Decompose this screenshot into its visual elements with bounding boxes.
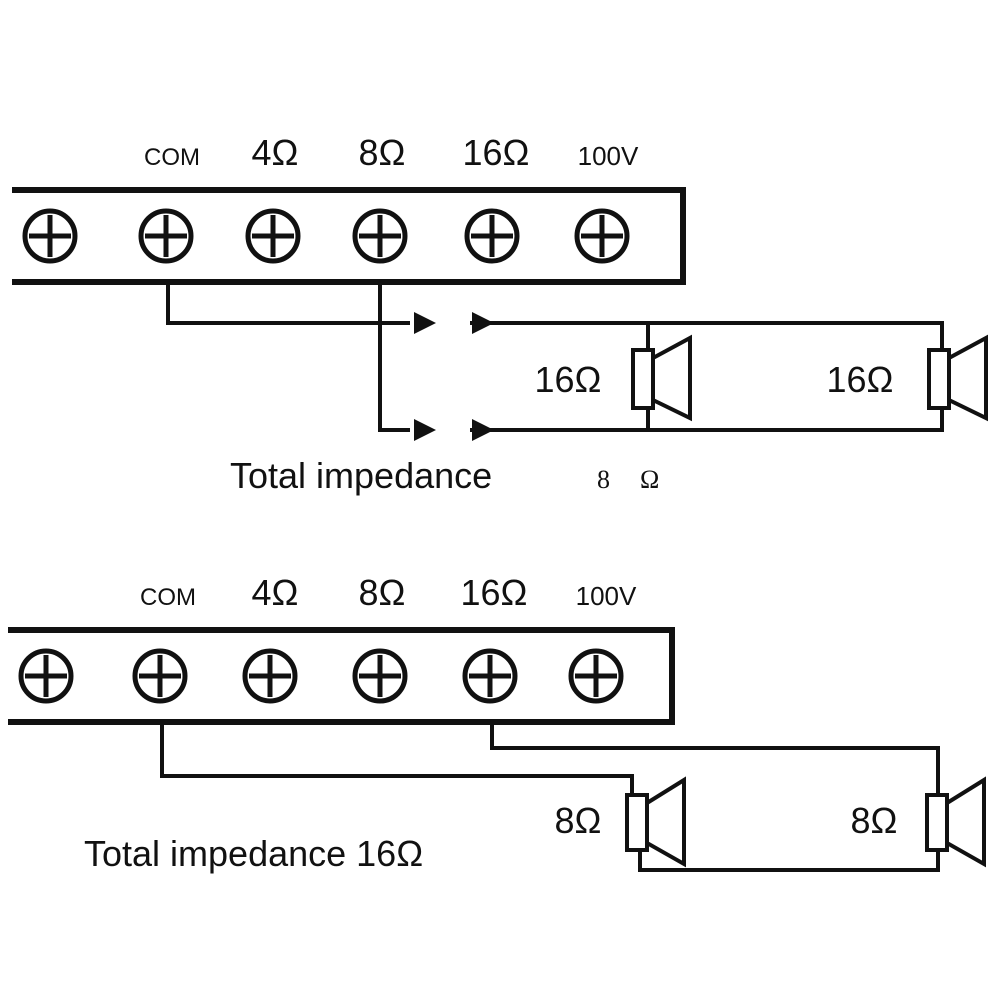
screw-terminal-1 [18, 648, 74, 704]
total-impedance-label: Total impedance 16Ω [84, 833, 423, 874]
speaker-1-impedance-label: 8Ω [555, 800, 602, 841]
screw-terminal-4ohm [242, 648, 298, 704]
screw-terminal-com [138, 208, 194, 264]
arrow-left-top [414, 312, 436, 334]
speaker-icon [631, 334, 692, 422]
wire-speaker-link [638, 850, 940, 872]
speaker-2-impedance-label: 8Ω [851, 800, 898, 841]
terminal-label-100v: 100V [576, 581, 637, 611]
total-impedance-value: 8 [597, 465, 610, 494]
terminal-label-4ohm: 4Ω [252, 132, 299, 173]
terminal-label-com: COM [144, 144, 200, 171]
wire-speaker-bus-bottom [470, 408, 944, 432]
total-impedance-unit: Ω [640, 465, 659, 494]
screw-terminal-100v [568, 648, 624, 704]
wire-com-to-speaker-1 [160, 725, 634, 795]
speaker-icon [927, 334, 988, 422]
terminal-label-16ohm: 16Ω [461, 572, 528, 613]
speaker-icon [625, 776, 686, 868]
screw-terminal-4ohm [245, 208, 301, 264]
wire-16ohm-to-speaker-2 [490, 725, 940, 795]
terminal-label-16ohm: 16Ω [463, 132, 530, 173]
terminal-strip [8, 627, 675, 725]
terminal-label-100v: 100V [578, 141, 639, 171]
wire-com-to-plus [166, 285, 410, 325]
total-impedance-label: Total impedance [230, 455, 492, 496]
series-wiring-diagram: COM 4Ω 8Ω 16Ω 100V 8Ω 8Ω Total impedance… [8, 572, 986, 874]
wire-8ohm-to-minus [378, 285, 410, 432]
wire-speaker-bus-top [470, 321, 944, 350]
screw-terminal-16ohm [462, 648, 518, 704]
terminal-label-8ohm: 8Ω [359, 572, 406, 613]
parallel-wiring-diagram: COM 4Ω 8Ω 16Ω 100V 16Ω [12, 132, 988, 496]
screw-terminal-8ohm [352, 208, 408, 264]
terminal-label-com: COM [140, 584, 196, 611]
terminal-label-4ohm: 4Ω [252, 572, 299, 613]
speaker-2-impedance-label: 16Ω [827, 359, 894, 400]
terminal-strip [12, 187, 686, 285]
screw-terminal-100v [574, 208, 630, 264]
screw-terminal-8ohm [352, 648, 408, 704]
screw-terminal-1 [22, 208, 78, 264]
terminal-label-8ohm: 8Ω [359, 132, 406, 173]
screw-terminal-16ohm [464, 208, 520, 264]
speaker-1-impedance-label: 16Ω [535, 359, 602, 400]
arrow-left-bottom [414, 419, 436, 441]
speaker-icon [925, 776, 986, 868]
screw-terminal-com [132, 648, 188, 704]
